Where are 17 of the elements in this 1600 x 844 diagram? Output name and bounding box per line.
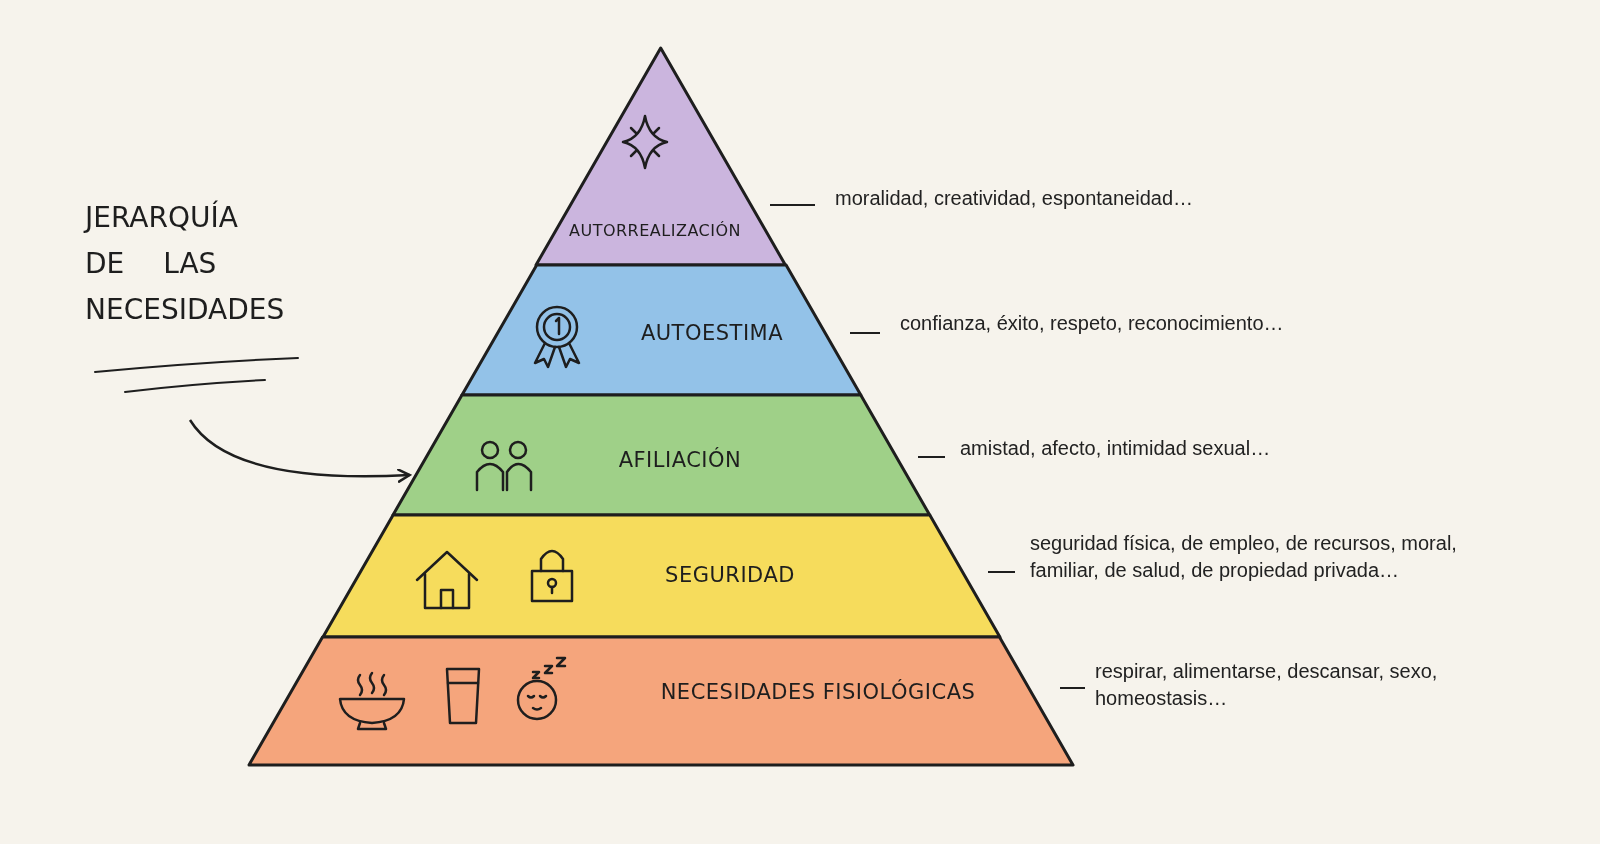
pyramid-level [392, 395, 930, 515]
level-label: SEGURIDAD [665, 563, 795, 587]
title-text: JERARQUÍA DE LAS NECESIDADES [85, 199, 286, 329]
pyramid-level [249, 637, 1073, 765]
pyramid-level [322, 515, 1000, 637]
pyramid-level [536, 48, 786, 265]
level-label: AUTOESTIMA [640, 321, 784, 345]
description-text: confianza, éxito, respeto, reconocimiento… [900, 311, 1285, 336]
description-text: seguridad física, de empleo, de recursos, moral, familiar, de salud, de propiedad privada… [1030, 531, 1458, 583]
level-label: AFILIACIÓN [618, 448, 742, 472]
level-label: NECESIDADES FISIOLÓGICAS [660, 680, 976, 704]
level-label: AUTORREALIZACIÓN [568, 220, 741, 240]
pyramid-level [461, 265, 861, 395]
description-text: respirar, alimentarse, descansar, sexo, homeostasis… [1095, 659, 1439, 711]
description-text: amistad, afecto, intimidad sexual… [960, 436, 1272, 461]
description-text: moralidad, creatividad, espontaneidad… [835, 186, 1194, 211]
arrow [189, 419, 411, 483]
